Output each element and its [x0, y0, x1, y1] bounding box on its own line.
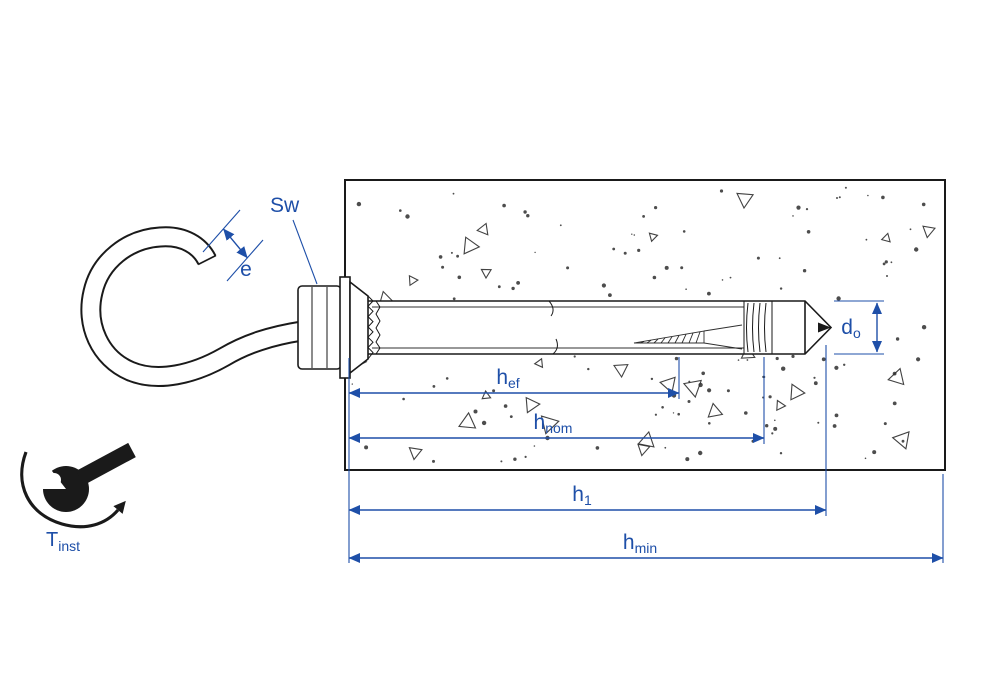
label-hnom: hnom	[534, 411, 573, 436]
thread-section	[743, 301, 773, 354]
dimension-hnom: hnom	[348, 357, 765, 444]
sleeve-serration	[375, 300, 381, 355]
e-dimension-line	[222, 228, 248, 259]
dimension-hmin: hmin	[348, 474, 944, 564]
label-e: e	[240, 258, 252, 281]
wrench-jaw-mouth	[47, 473, 61, 487]
torque-wrench-icon	[20, 442, 136, 529]
hook-tip-face	[197, 254, 217, 266]
dimension-e: e	[202, 209, 264, 282]
anchor-body	[349, 300, 833, 355]
label-h1: h1	[572, 483, 592, 508]
sleeve-mark-top	[548, 300, 554, 317]
e-extension-line-1	[202, 209, 241, 253]
label-hef: hef	[496, 366, 519, 391]
label-tinst: Tinst	[46, 529, 80, 554]
dimension-do: do	[834, 300, 884, 355]
rotation-arrow-head	[113, 500, 126, 514]
e-extension-line-2	[226, 239, 264, 282]
wrench-handle	[76, 442, 136, 486]
dimension-hef: hef	[348, 357, 680, 399]
collar-serration	[367, 295, 374, 360]
rotation-arrow-arc	[20, 451, 120, 529]
hook-rod-inner	[82, 228, 304, 385]
sleeve-mark-bottom	[552, 338, 558, 355]
dimension-sw: Sw	[270, 194, 318, 285]
hex-nut	[297, 285, 342, 370]
dimension-h1: h1	[348, 345, 827, 516]
hook-bolt	[80, 226, 374, 387]
label-hmin: hmin	[623, 531, 657, 556]
sw-leader-line	[292, 219, 318, 285]
expansion-slot-hatch	[633, 324, 743, 350]
collar-flange	[349, 280, 369, 375]
label-do: do	[841, 316, 861, 341]
label-sw: Sw	[270, 194, 300, 217]
cone-tip	[818, 322, 831, 333]
